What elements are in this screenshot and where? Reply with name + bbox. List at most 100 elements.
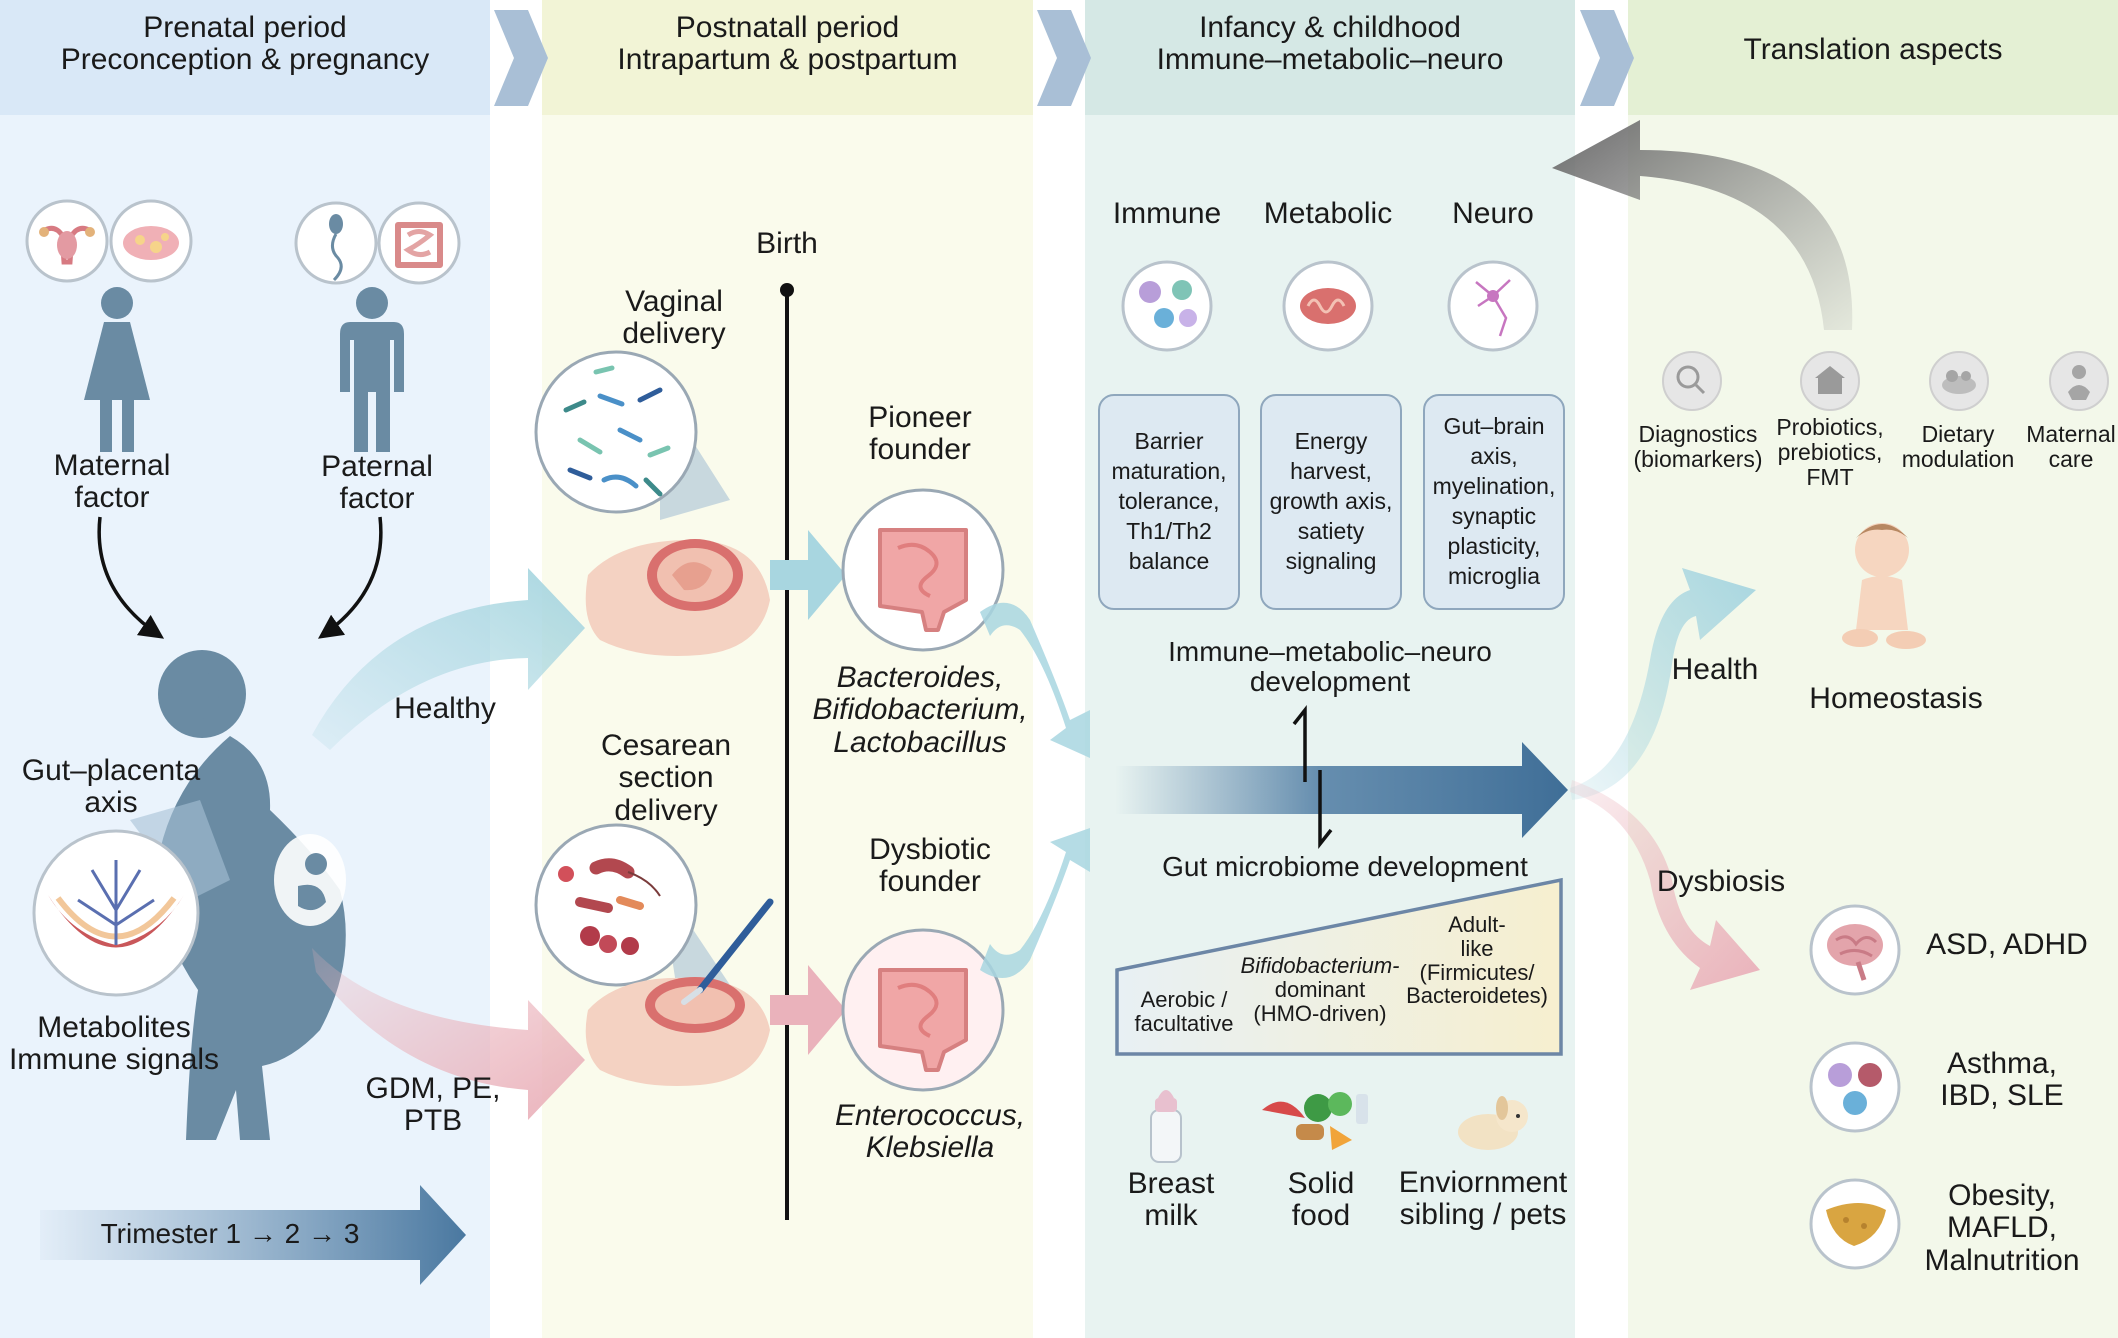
header-prenatal-line1: Prenatal period [143, 11, 347, 44]
header-prenatal-line2: Preconception & pregnancy [60, 43, 430, 77]
maternal-factor-label: Maternal factor [12, 449, 212, 515]
stage-bifido-line2: dominant [1274, 976, 1366, 1002]
dysbiotic-taxa-line1: Enterococcus, [834, 1099, 1026, 1132]
outcome-metabolic-line3: Malnutrition [1924, 1243, 2080, 1277]
dietary-label: Dietary modulation [1893, 422, 2023, 472]
neuro-function-box: Gut–brain axis, myelination, synaptic pl… [1423, 394, 1565, 610]
header-postnatal: Postnatall period Intrapartum & postpart… [542, 11, 1033, 77]
pioneer-founder-line2: founder [869, 433, 971, 467]
stage-aerobic-label: Aerobic / facultative [1122, 988, 1246, 1036]
trimester-arrow [40, 1185, 466, 1285]
cesarean-delivery-label: Cesarean section delivery [576, 729, 756, 827]
gut-development-label: Gut microbiome development [1162, 851, 1528, 882]
gut-placenta-label: Gut–placenta axis [0, 754, 222, 820]
stage-adult-line2: like [1460, 935, 1494, 961]
development-line1: Immune–metabolic–neuro [1168, 636, 1492, 667]
mother-figure-icon [84, 287, 150, 452]
stage-adult-line4: Bacteroidetes) [1406, 983, 1548, 1009]
baby-icon [1842, 523, 1926, 649]
header-infancy-line2: Immune–metabolic–neuro [1156, 43, 1504, 77]
vaginal-to-pioneer-arrow [770, 530, 846, 620]
probiotics-label: Probiotics, prebiotics, FMT [1768, 415, 1892, 489]
neuron-icon [1447, 260, 1539, 352]
uterus-icon [25, 199, 109, 283]
dysbiotic-founder-label: Dysbiotic founder [850, 833, 1010, 899]
solid-food-line2: food [1291, 1199, 1351, 1233]
paternal-influence-arrow [317, 516, 383, 639]
header-chevron-1 [494, 10, 548, 106]
development-label: Immune–metabolic–neuro development [1120, 636, 1540, 697]
gut-placenta-line1: Gut–placenta [21, 754, 201, 787]
pioneer-gut-icon [841, 488, 1005, 652]
birth-label: Birth [756, 227, 818, 260]
vaginal-birth-icon [585, 539, 770, 656]
immune-cells-icon [1121, 260, 1213, 352]
pioneer-to-infancy-arrow [980, 602, 1090, 758]
pioneer-taxa-line3: Lactobacillus [833, 725, 1007, 759]
maternal-factor-line2: factor [74, 481, 150, 515]
healthy-arrow [312, 568, 585, 750]
vaginal-microbes-icon [534, 350, 730, 520]
outcome-neuro-label: ASD, ADHD [1926, 928, 2088, 961]
solid-food-line1: Solid [1287, 1167, 1355, 1200]
brain-icon [1809, 904, 1901, 996]
gdm-arrow [312, 948, 585, 1120]
complications-line1: GDM, PE, [365, 1072, 501, 1105]
header-translation: Translation aspects [1628, 33, 2118, 66]
main-development-arrow [1115, 742, 1568, 838]
dysbiotic-taxa-label: Enterococcus, Klebsiella [815, 1099, 1045, 1165]
pioneer-taxa-line2: Bifidobacterium, [812, 693, 1028, 727]
paternal-factor-line1: Paternal [321, 450, 433, 483]
dietary-icon [1929, 351, 1989, 411]
probiotics-line1: Probiotics, [1776, 414, 1884, 440]
immune-disorder-icon [1809, 1041, 1901, 1133]
dysbiosis-label: Dysbiosis [1656, 865, 1786, 898]
probiotics-line2: prebiotics, [1777, 438, 1883, 465]
maternal-care-line1: Maternal [2026, 421, 2116, 447]
dietary-line1: Dietary [1921, 421, 1995, 447]
maternal-care-icon [2049, 351, 2109, 411]
metabolites-line2: Immune signals [8, 1043, 220, 1077]
complications-label: GDM, PE, PTB [348, 1072, 518, 1138]
dysbiosis-arrow [1570, 780, 1760, 990]
magnifier-icon [1662, 351, 1722, 411]
stage-bifido-line3: (HMO-driven) [1253, 1000, 1387, 1026]
header-chevron-2 [1037, 10, 1091, 106]
cesarean-microbes-icon [534, 823, 740, 1010]
placenta-icon [32, 800, 230, 997]
pioneer-taxa-line1: Bacteroides, [836, 661, 1004, 694]
diagnostics-line1: Diagnostics [1638, 421, 1758, 447]
outcome-immune-label: Asthma, IBD, SLE [1912, 1047, 2092, 1113]
microbiome-stage-wedge [1115, 877, 1563, 1056]
vaginal-delivery-line2: delivery [622, 317, 726, 351]
cesarean-line1: Cesarean [600, 729, 732, 762]
metabolites-line1: Metabolites [37, 1011, 191, 1044]
dysbiotic-to-infancy-arrow [980, 828, 1090, 978]
sperm-icon [294, 201, 378, 285]
maternal-care-label: Maternal care [2024, 422, 2118, 472]
dietary-line2: modulation [1901, 445, 2015, 472]
vaginal-delivery-line1: Vaginal [625, 285, 723, 318]
dysbiotic-founder-line2: founder [879, 865, 981, 899]
stage-bifido-label: Bifidobacterium- dominant (HMO-driven) [1230, 954, 1410, 1025]
cesarean-to-dysbiotic-arrow [770, 965, 846, 1055]
maternal-care-line2: care [2048, 445, 2094, 472]
equilibrium-arrows-icon [1292, 704, 1333, 850]
stage-adult-label: Adult- like (Firmicutes/ Bacteroidetes) [1396, 913, 1558, 1008]
stage-aerobic-line1: Aerobic / [1140, 987, 1228, 1012]
puppy-icon [1458, 1096, 1528, 1150]
mitochondria-icon [1282, 260, 1374, 352]
stage-aerobic-line2: facultative [1134, 1010, 1234, 1036]
pioneer-founder-line1: Pioneer [868, 401, 972, 434]
pharmacy-icon [1800, 351, 1860, 411]
baby-bottle-icon [1150, 1090, 1182, 1163]
healthy-label: Healthy [394, 692, 496, 725]
header-postnatal-line1: Postnatall period [675, 11, 900, 44]
pioneer-taxa-label: Bacteroides, Bifidobacterium, Lactobacil… [800, 661, 1040, 759]
feedback-arrow [1552, 120, 1853, 330]
outcome-metabolic-label: Obesity, MAFLD, Malnutrition [1916, 1179, 2088, 1277]
stage-adult-line1: Adult- [1448, 912, 1506, 937]
outcome-metabolic-line2: MAFLD, [1946, 1211, 2057, 1245]
header-prenatal: Prenatal period Preconception & pregnanc… [0, 11, 490, 77]
gut-placenta-line2: axis [84, 786, 138, 820]
